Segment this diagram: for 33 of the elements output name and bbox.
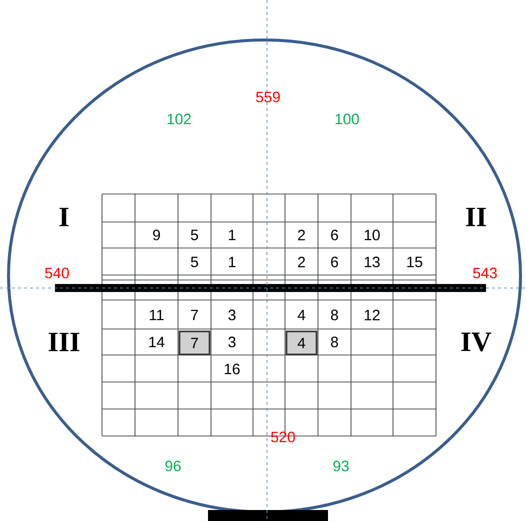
measurement-label: 559: [256, 92, 280, 102]
highlighted-cell: 4: [286, 330, 318, 356]
grid-number: 2: [298, 230, 305, 240]
grid-number: 6: [331, 230, 338, 240]
grid-number: 8: [331, 310, 338, 320]
quadrant-numeral: III: [48, 332, 80, 352]
grid-number: 8: [331, 336, 338, 348]
grid-number: 13: [364, 256, 380, 268]
grid-number: 3: [228, 336, 236, 348]
measurement-label: 540: [45, 268, 69, 278]
count-label: 93: [333, 460, 349, 472]
count-label: 96: [165, 460, 181, 472]
quadrant-numeral: IV: [461, 332, 492, 352]
grid-number: 9: [153, 230, 160, 240]
grid-number: 5: [190, 230, 198, 240]
grid-number: 12: [364, 310, 380, 320]
grid-number: 11: [150, 310, 164, 320]
grid-number: 2: [298, 256, 305, 268]
grid-number: 1: [228, 256, 236, 268]
quadrant-numeral: I: [60, 208, 69, 226]
grid-number: 3: [228, 310, 236, 320]
grid-number: 1: [228, 230, 236, 240]
grid-number: 15: [407, 256, 422, 268]
count-label: 102: [168, 114, 191, 124]
quadrant-numeral: II: [466, 208, 486, 226]
grid-number: 10: [364, 230, 380, 240]
count-label: 100: [336, 114, 359, 124]
grid-number: 16: [224, 364, 240, 374]
measurement-label: 543: [473, 268, 497, 278]
grid-number: 14: [149, 336, 164, 348]
grid-number: 6: [331, 256, 338, 268]
grid-number: 5: [190, 256, 198, 268]
highlighted-cell: 7: [178, 330, 210, 356]
